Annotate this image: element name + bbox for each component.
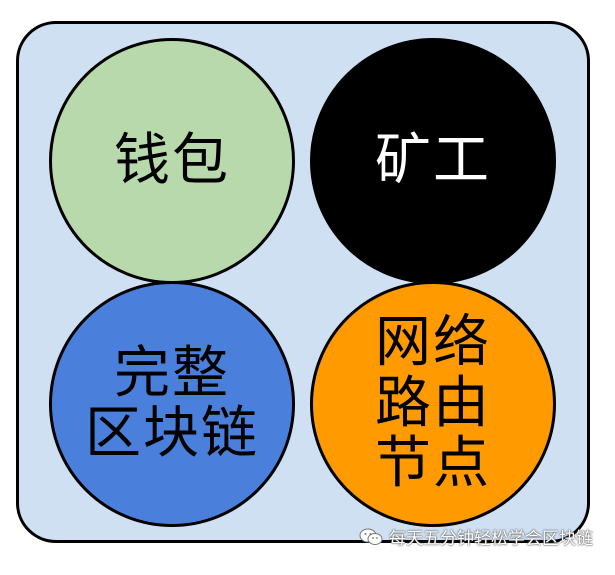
full-blockchain-node: 完整 区块链 bbox=[49, 281, 295, 527]
wallet-node: 钱包 bbox=[49, 38, 295, 284]
full-blockchain-label: 完整 区块链 bbox=[85, 340, 259, 466]
watermark-text: 每天五分钟轻松学会区块链 bbox=[389, 529, 593, 549]
network-routing-node: 网络 路由 节点 bbox=[310, 281, 556, 527]
miner-label: 矿工 bbox=[375, 127, 491, 193]
network-routing-label: 网络 路由 节点 bbox=[375, 310, 491, 497]
wallet-label: 钱包 bbox=[114, 127, 230, 193]
miner-node: 矿工 bbox=[310, 38, 556, 284]
wechat-icon bbox=[359, 528, 383, 545]
watermark: 每天五分钟轻松学会区块链 bbox=[359, 524, 593, 549]
